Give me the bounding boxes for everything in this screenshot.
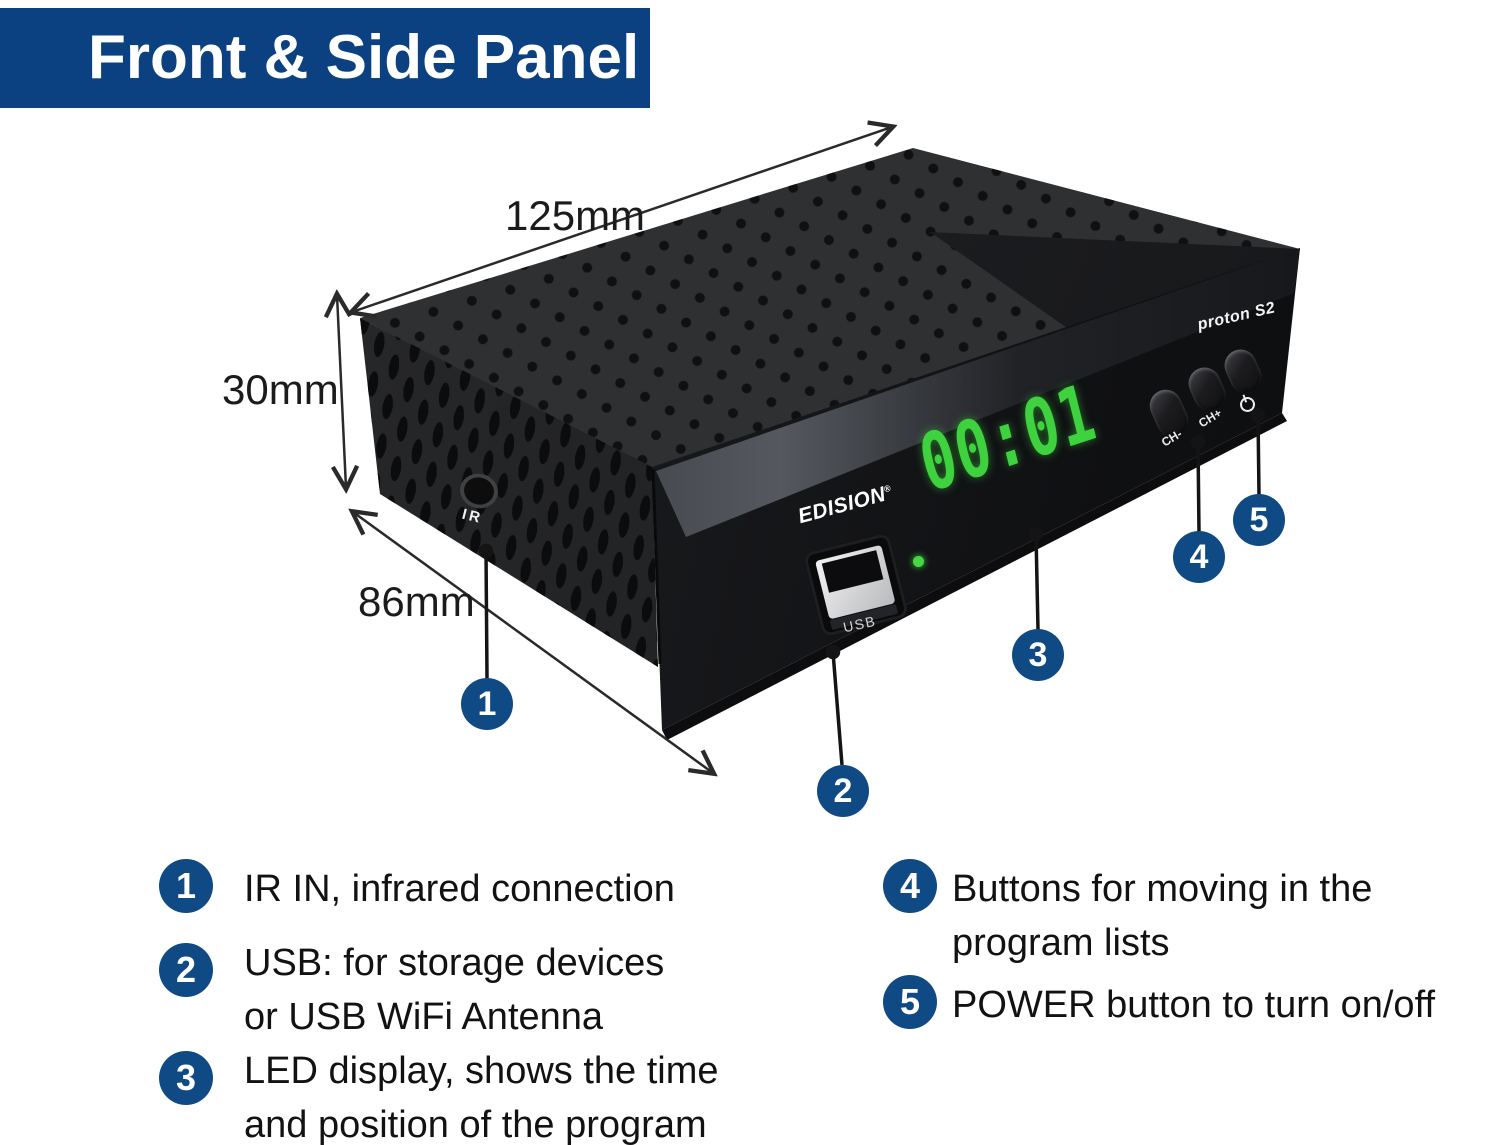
dimension-label-width: 125mm [505, 192, 646, 239]
page-title: Front & Side Panel [88, 23, 640, 92]
callout-badge-5: 5 [1233, 494, 1285, 546]
legend-number-2: 2 [159, 943, 213, 997]
title-banner: Front & Side Panel [0, 8, 650, 108]
legend-number-1: 1 [159, 859, 213, 913]
legend-item-2: USB: for storage devices or USB WiFi Ant… [244, 942, 665, 1038]
callout-badge-3: 3 [1012, 629, 1064, 681]
callout-line-2 [831, 651, 844, 766]
callout-line-1 [484, 550, 489, 679]
callout-badge-1: 1 [461, 678, 513, 730]
callout-badge-2: 2 [817, 765, 869, 817]
dimension-label-height: 30mm [222, 366, 339, 413]
legend-number-4: 4 [883, 859, 937, 913]
legend-item-4: Buttons for moving in the program lists [952, 868, 1373, 964]
dimension-label-depth: 86mm [358, 578, 475, 625]
legend-item-1: IR IN, infrared connection [244, 868, 675, 910]
legend-number-5: 5 [883, 975, 937, 1029]
callout-badge-4: 4 [1173, 531, 1225, 583]
legend-number-3: 3 [159, 1051, 213, 1105]
legend-item-3: LED display, shows the time and position… [244, 1050, 719, 1145]
legend-item-5: POWER button to turn on/off [952, 984, 1435, 1026]
status-led-icon [913, 556, 924, 567]
